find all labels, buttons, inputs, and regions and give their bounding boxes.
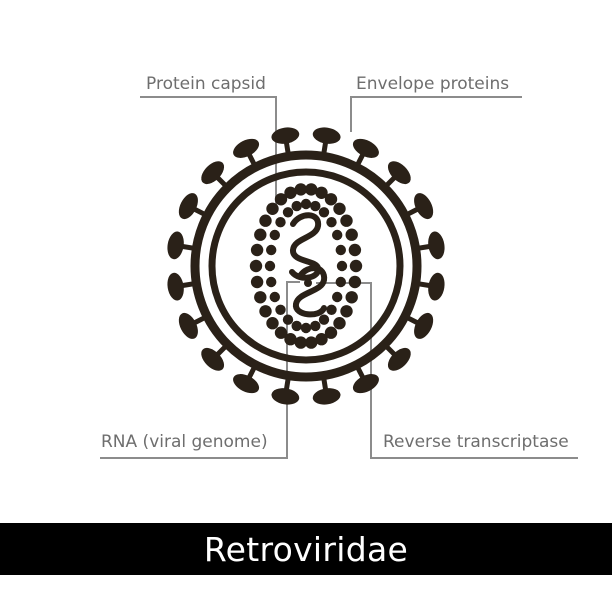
capsid-bead (324, 193, 338, 206)
capsid-bead (294, 183, 307, 196)
viral-envelope-inner-ring (208, 168, 404, 364)
capsid-bead (340, 305, 353, 318)
capsid-bead (254, 228, 267, 241)
capsid-bead (340, 214, 353, 227)
capsid-bead (333, 317, 346, 330)
capsid-bead (284, 333, 297, 346)
capsid-bead (318, 314, 330, 325)
capsid-bead (250, 243, 264, 257)
capsid-bead (335, 276, 346, 288)
capsid-bead (324, 326, 338, 339)
reverse-transcriptase-dot (304, 279, 312, 287)
capsid-bead (315, 333, 328, 346)
capsid-bead (348, 243, 362, 257)
capsid-bead (284, 186, 297, 199)
capsid-bead (300, 322, 312, 334)
viral-envelope-outer-ring (190, 150, 422, 382)
capsid-bead (254, 291, 267, 304)
capsid-bead (332, 291, 343, 303)
protein-capsid-beads (249, 183, 363, 349)
envelope-protein-spikes (167, 127, 445, 405)
label-protein-capsid: Protein capsid (146, 74, 266, 94)
capsid-bead (291, 200, 302, 212)
capsid-bead (291, 320, 302, 332)
capsid-bead (326, 217, 337, 228)
capsid-bead (274, 326, 288, 339)
title-bar: Retroviridae (0, 523, 612, 575)
label-envelope-proteins: Envelope proteins (356, 74, 510, 94)
capsid-bead (326, 304, 337, 315)
capsid-bead (336, 260, 348, 272)
capsid-bead (348, 275, 362, 289)
capsid-bead (259, 214, 272, 227)
capsid-bead (282, 314, 294, 325)
capsid-bead (310, 320, 321, 332)
capsid-bead (274, 193, 288, 206)
capsid-bead (275, 304, 286, 315)
capsid-bead (259, 305, 272, 318)
capsid-bead (294, 336, 307, 349)
capsid-bead (345, 291, 358, 304)
capsid-bead (275, 217, 286, 228)
capsid-bead (349, 259, 363, 273)
capsid-bead (250, 275, 264, 289)
capsid-bead (266, 317, 279, 330)
diagram-title: Retroviridae (203, 529, 409, 569)
capsid-bead (332, 229, 343, 241)
label-rna-viral-genome: RNA (viral genome) (101, 432, 268, 452)
leader-line-envelope-proteins (350, 96, 522, 132)
rna-genome-strands (289, 212, 328, 318)
rna-strand-lower (293, 265, 328, 318)
capsid-bead (335, 244, 346, 256)
capsid-bead (333, 202, 346, 215)
capsid-bead (300, 198, 312, 210)
capsid-bead (318, 207, 330, 218)
rna-strand-upper (289, 212, 322, 281)
capsid-bead (249, 259, 263, 273)
capsid-bead (269, 229, 280, 241)
capsid-bead (269, 291, 280, 303)
capsid-bead (266, 244, 277, 256)
leader-line-protein-capsid (140, 96, 277, 205)
label-reverse-transcriptase: Reverse transcriptase (383, 432, 569, 452)
capsid-bead (282, 207, 294, 218)
capsid-bead (315, 186, 328, 199)
capsid-bead (266, 202, 279, 215)
capsid-bead (310, 200, 321, 212)
leader-line-rna-genome (100, 281, 300, 459)
capsid-bead (305, 183, 318, 196)
capsid-bead (345, 228, 358, 241)
capsid-bead (264, 260, 276, 272)
capsid-bead (305, 336, 318, 349)
capsid-bead (266, 276, 277, 288)
